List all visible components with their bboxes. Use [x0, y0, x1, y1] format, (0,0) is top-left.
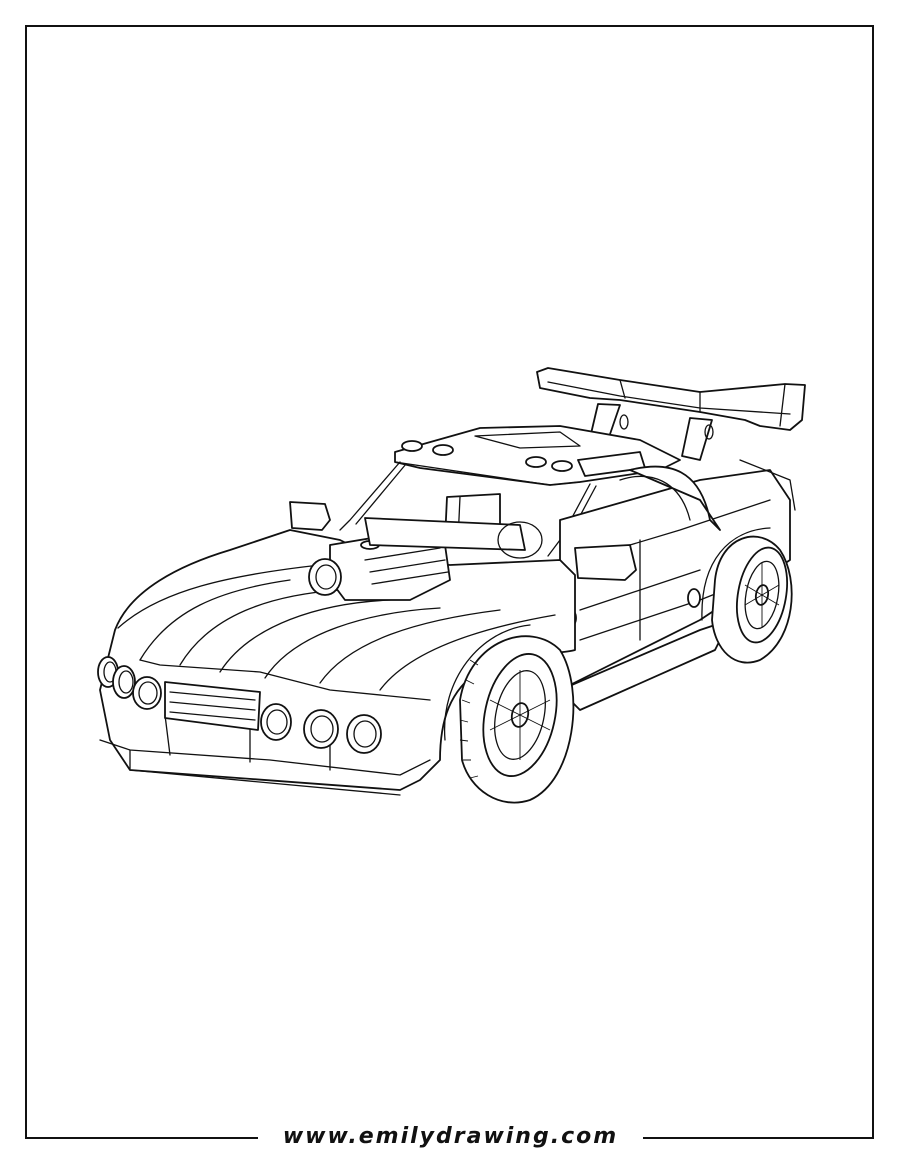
rear-wheel [701, 527, 793, 664]
footer-website-url: www.emilydrawing.com [282, 1124, 619, 1149]
border-bottom-right-segment [643, 1137, 874, 1139]
interior-seats [364, 493, 543, 559]
headlights [97, 656, 382, 754]
front-wheel [443, 624, 575, 804]
car-body [99, 469, 791, 796]
rear-spoiler [536, 367, 806, 461]
rear-body [619, 459, 796, 531]
border-bottom-left-segment [25, 1137, 258, 1139]
page-border-frame [25, 25, 874, 1139]
front-grille [164, 681, 261, 731]
side-mirrors [289, 501, 637, 581]
